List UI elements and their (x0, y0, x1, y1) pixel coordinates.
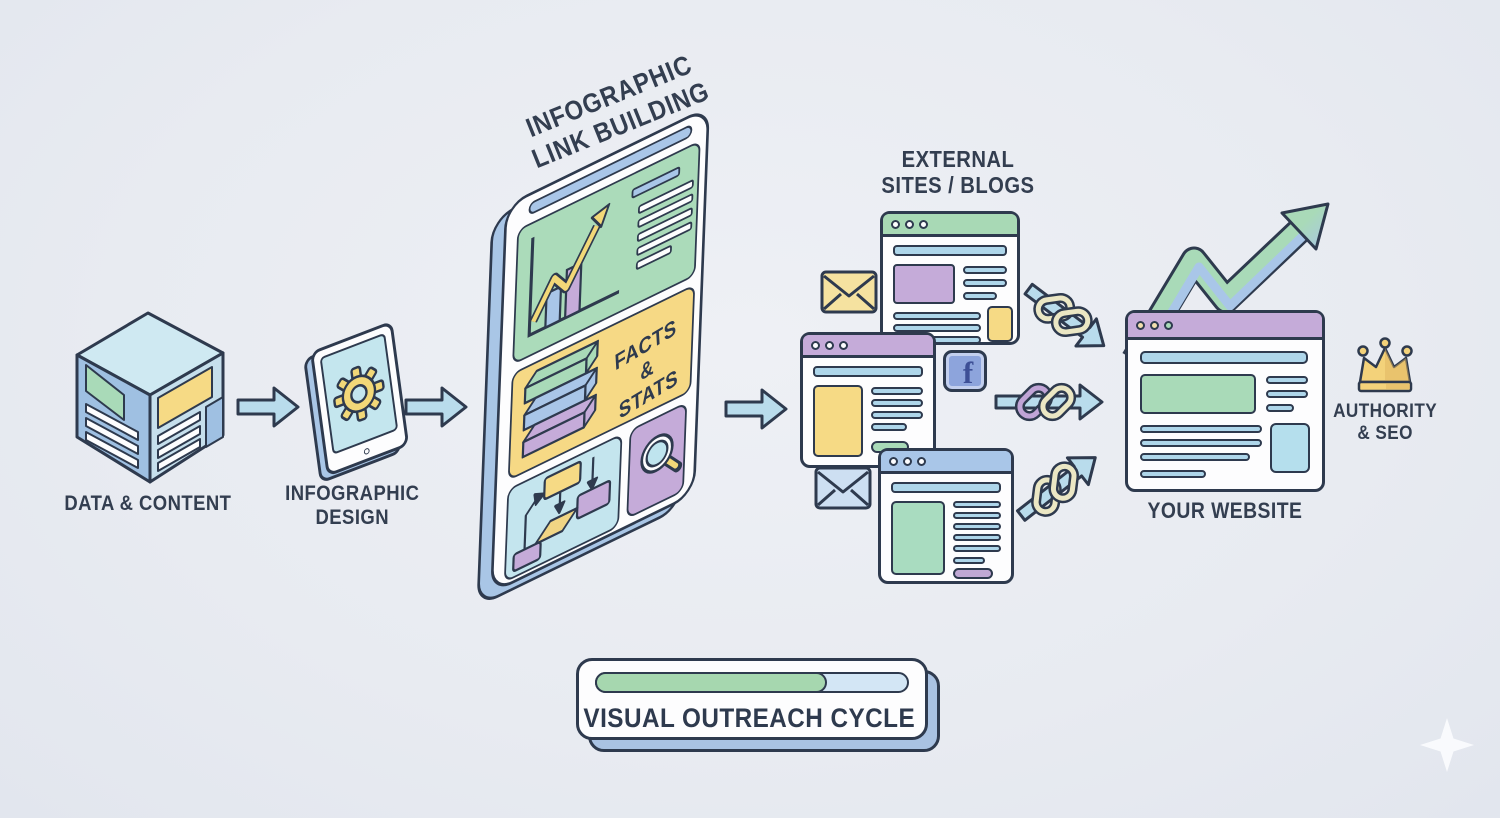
content-bar (813, 366, 923, 377)
content-bar (1140, 351, 1308, 364)
content-line (963, 279, 1007, 287)
flowchart-icon (512, 456, 612, 572)
content-line (1266, 404, 1294, 412)
your-website-window (1125, 310, 1325, 492)
chain-link-icon (1023, 282, 1106, 348)
sparkle-icon (1420, 718, 1474, 772)
line-chart-icon (527, 202, 620, 338)
window-dot (917, 456, 926, 466)
content-bar (893, 245, 1007, 256)
external-site-window-3 (878, 448, 1014, 584)
window-dot (903, 456, 912, 466)
outreach-caption: VISUAL OUTREACH CYCLE (583, 699, 915, 737)
content-line (963, 292, 997, 300)
infographic-design-label: INFOGRAPHIC DESIGN (285, 482, 420, 529)
content-line (1140, 425, 1262, 433)
content-line (893, 312, 981, 320)
content-line (871, 411, 923, 419)
design-tablet (310, 320, 410, 477)
outreach-label: VISUAL OUTREACH CYCLE (583, 702, 915, 733)
content-image (891, 501, 945, 575)
content-bar (891, 482, 1001, 493)
content-line (871, 399, 923, 407)
flow-arrow-icon (404, 386, 468, 428)
flow-arrow-icon (236, 386, 300, 428)
window-dot (891, 219, 900, 229)
window-dot (825, 340, 834, 350)
content-line (1266, 376, 1308, 384)
content-button (953, 568, 993, 579)
facebook-icon: f (943, 350, 987, 392)
progress-track (594, 671, 909, 693)
window-dot (919, 219, 928, 229)
big-tablet: FACTS & STATS (490, 105, 710, 595)
content-line (953, 523, 1001, 530)
crown-icon (1357, 337, 1413, 393)
window-dot (811, 340, 820, 350)
link-arrow (1013, 270, 1121, 367)
window-header (883, 214, 1017, 237)
content-line (893, 324, 981, 332)
window-dot (1136, 320, 1145, 330)
facts-stats-panel: FACTS & STATS (507, 283, 696, 482)
envelope-icon (814, 466, 872, 510)
stacked-bars-icon (521, 339, 599, 459)
content-image (893, 264, 955, 304)
content-line (953, 557, 985, 564)
content-line (1140, 439, 1262, 447)
content-line (1266, 390, 1308, 398)
content-ad (987, 306, 1013, 342)
flow-arrow-icon (724, 388, 788, 430)
window-header (803, 335, 933, 358)
window-dot (1164, 320, 1173, 330)
gear-icon (333, 365, 385, 422)
content-line (1140, 470, 1206, 478)
external-site-window-2 (800, 332, 936, 468)
data-content-label: DATA & CONTENT (64, 492, 232, 515)
chain-link-icon (1015, 456, 1097, 522)
flowchart-panel (503, 433, 623, 584)
content-line (953, 534, 1001, 541)
content-line (953, 501, 1001, 508)
window-header (881, 451, 1011, 474)
content-line (963, 266, 1007, 274)
chain-link-icon (994, 382, 1104, 422)
envelope-icon (820, 270, 878, 314)
content-image (813, 385, 863, 457)
window-dot (905, 219, 914, 229)
design-tablet-screen (319, 332, 399, 455)
your-website-label: YOUR WEBSITE (1147, 498, 1303, 523)
window-dot (839, 340, 848, 350)
content-line (871, 387, 923, 395)
content-line (1140, 453, 1250, 461)
magnifier-icon (640, 433, 683, 474)
chart-panel (512, 140, 701, 366)
window-dot (1150, 320, 1159, 330)
external-site-window-1 (880, 211, 1020, 345)
content-line (871, 423, 907, 431)
outreach-bar: VISUAL OUTREACH CYCLE (576, 658, 928, 740)
authority-seo-label: AUTHORITY & SEO (1333, 400, 1438, 445)
content-line (953, 512, 1001, 519)
content-line (953, 545, 1001, 552)
link-arrow (1005, 437, 1112, 535)
window-dot (889, 456, 898, 466)
data-content-cube-icon (75, 311, 225, 484)
window-header (1128, 313, 1322, 340)
search-panel (626, 401, 688, 520)
link-arrow (994, 379, 1106, 425)
content-sidebar (1270, 423, 1310, 473)
home-button (363, 447, 370, 456)
progress-fill (594, 671, 827, 693)
external-sites-label: EXTERNAL SITES / BLOGS (881, 146, 1035, 199)
content-hero (1140, 374, 1256, 414)
